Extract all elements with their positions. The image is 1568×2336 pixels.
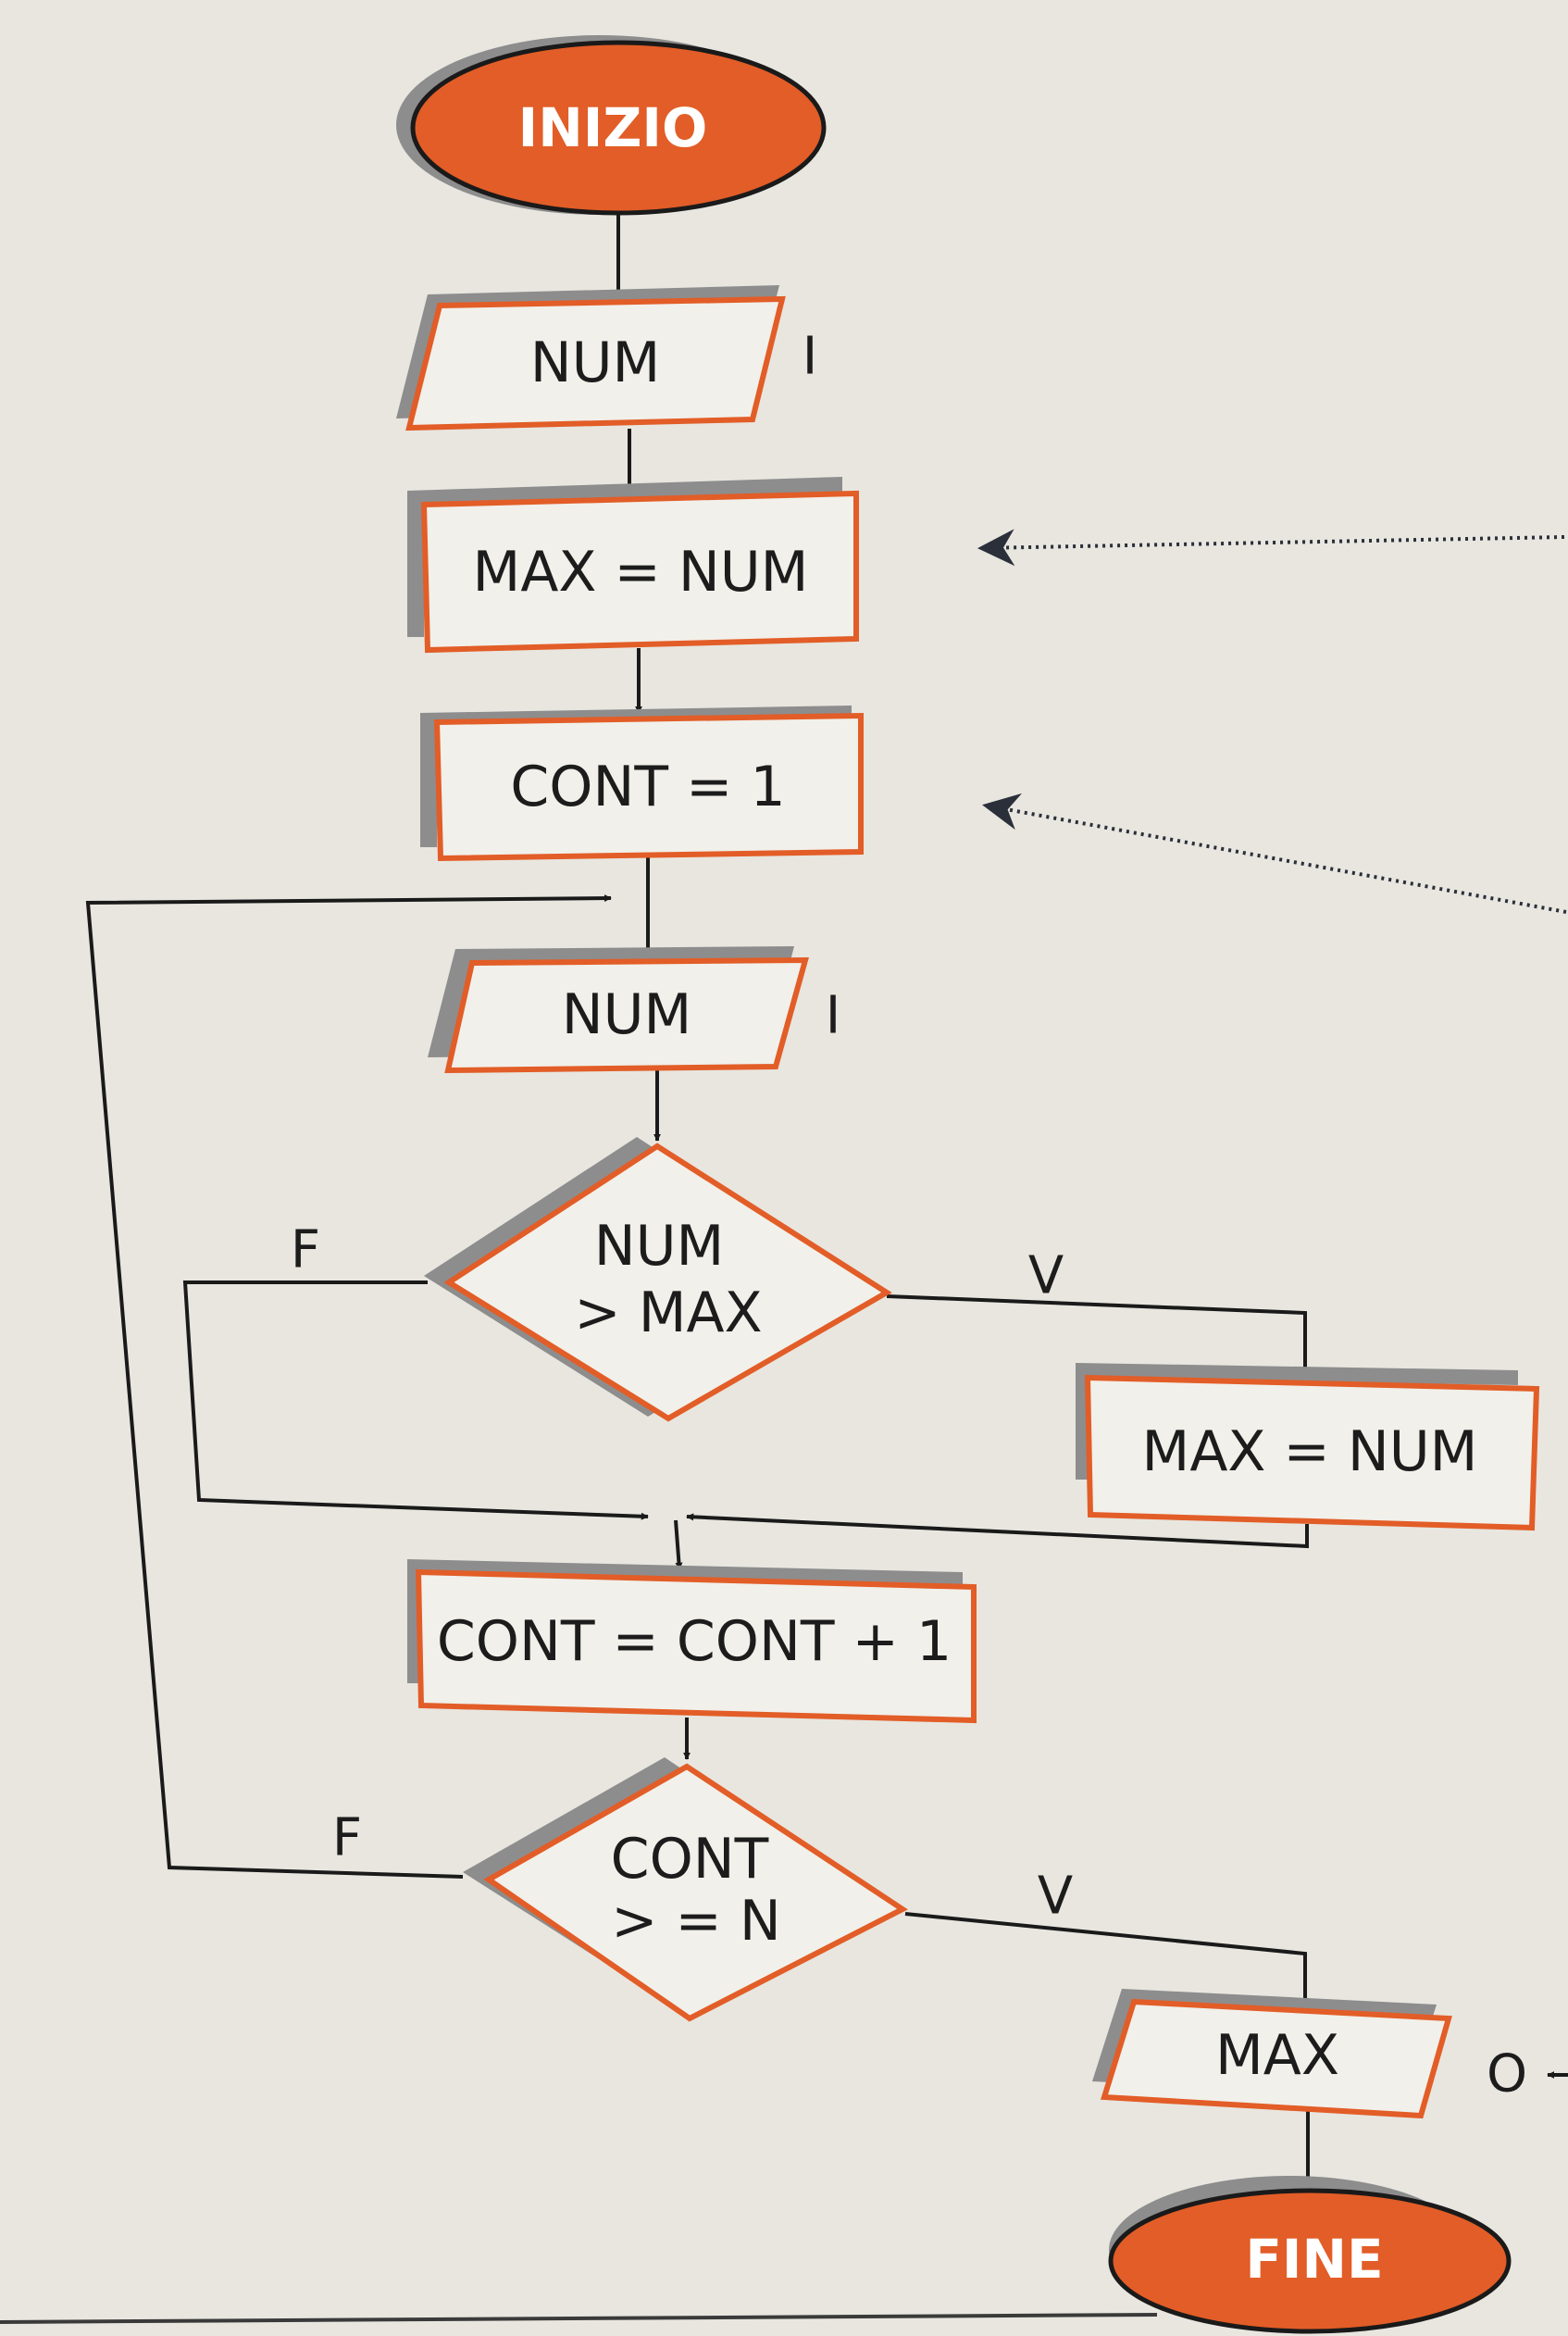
decision-2-label-line2: > = N <box>611 1889 781 1954</box>
start-label: INIZIO <box>518 96 708 159</box>
start-terminal: INIZIO <box>396 35 827 216</box>
start-terminal-shape <box>410 40 827 216</box>
decision-2-true-label: V <box>1038 1867 1073 1927</box>
page-edge-line <box>0 2313 1158 2324</box>
input-num-2-tag: I <box>826 986 841 1046</box>
decision-2-false-label: F <box>332 1808 362 1868</box>
increment-cont-shape <box>415 1568 977 1724</box>
decision-cont-ge-n: CONT > = N F V <box>332 1757 1073 2022</box>
output-max-shape <box>1100 1998 1452 2119</box>
connector-merge-to-increment <box>674 1519 683 1570</box>
output-max: MAX O <box>1092 1989 1527 2119</box>
increment-cont: CONT = CONT + 1 <box>407 1559 977 1724</box>
increment-cont-label: CONT = CONT + 1 <box>437 1609 952 1674</box>
output-max-label: MAX <box>1215 2023 1339 2088</box>
decision-1-true-label: V <box>1028 1246 1064 1306</box>
connectors <box>85 215 1568 2186</box>
end-label: FINE <box>1245 2228 1383 2291</box>
assign-max-1-label: MAX = NUM <box>473 540 809 605</box>
input-num-2: NUM I <box>428 946 841 1074</box>
assign-max-2-shadow <box>1076 1363 1518 1480</box>
input-num-1-tag: I <box>803 327 818 387</box>
end-terminal-shape <box>1108 2188 1512 2334</box>
decision-1-false-label: F <box>291 1220 320 1280</box>
assign-max-2: MAX = NUM <box>1076 1363 1540 1531</box>
connector-decision1-false <box>182 1280 649 1520</box>
decision-1-label-line2: > MAX <box>574 1280 762 1345</box>
assign-max-1: MAX = NUM <box>407 477 859 654</box>
assign-max-2-label: MAX = NUM <box>1142 1419 1478 1484</box>
decision-2-shape <box>483 1763 908 2022</box>
connector-decision2-false-loop <box>85 894 612 1879</box>
pointer-to-assign-cont <box>982 793 1567 914</box>
decision-1-shape <box>443 1143 892 1422</box>
end-terminal: FINE <box>1108 2176 1512 2334</box>
input-num-1: NUM I <box>396 285 818 431</box>
connector-decision2-true <box>904 1912 1309 2005</box>
assign-cont: CONT = 1 <box>420 706 864 862</box>
connector-max2-to-merge <box>686 1513 1309 1549</box>
pointer-to-assign-max <box>977 529 1565 567</box>
assign-cont-shape <box>433 712 864 862</box>
input-num-2-label: NUM <box>562 982 692 1047</box>
decision-num-gt-max: NUM > MAX F V <box>291 1137 1064 1422</box>
assign-max-2-shape <box>1084 1374 1540 1531</box>
input-num-2-shape <box>444 956 809 1074</box>
decision-1-label-line1: NUM <box>594 1214 725 1279</box>
assign-cont-label: CONT = 1 <box>510 755 785 819</box>
input-num-1-shape <box>405 295 786 431</box>
input-num-1-label: NUM <box>530 331 661 395</box>
output-max-tag: O <box>1487 2044 1527 2105</box>
connector-decision1-true <box>886 1294 1309 1379</box>
assign-max-1-shape <box>420 490 859 654</box>
decision-2-label-line1: CONT <box>611 1827 769 1892</box>
